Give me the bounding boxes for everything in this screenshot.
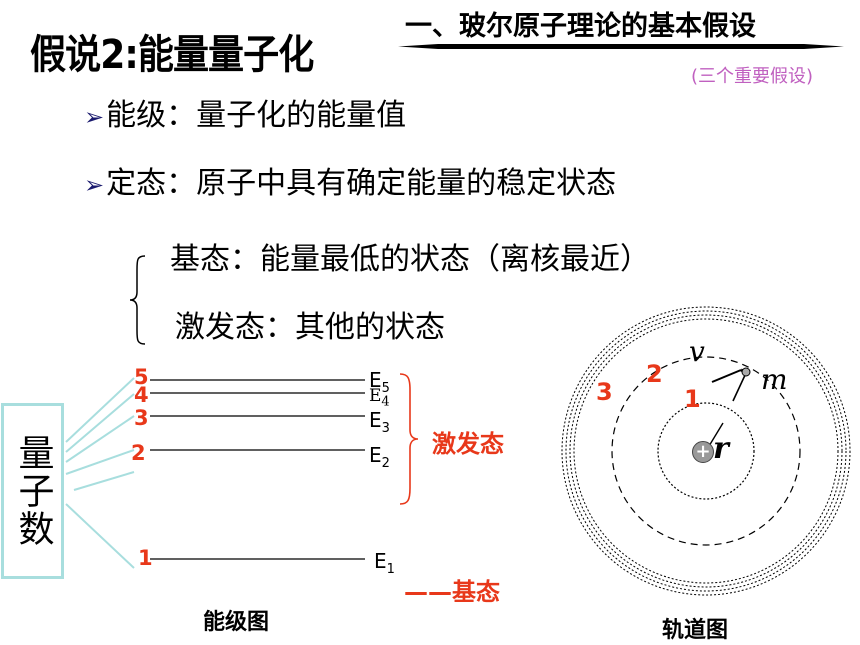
energy-label-e1: E1	[374, 549, 395, 577]
bullet-arrow-icon: ➢	[84, 171, 105, 199]
quantum-number-2: 2	[131, 441, 146, 465]
mass-label: m	[761, 363, 788, 396]
ground-state-definition: 基态：能量最低的状态（离核最近）	[170, 242, 650, 277]
quantum-number-box: 量子数	[1, 403, 64, 579]
energy-diagram-caption: 能级图	[203, 610, 270, 635]
bullet-stationary-state: ➢定态：原子中具有确定能量的稳定状态	[84, 158, 616, 202]
section-underline	[398, 44, 844, 49]
nucleus-icon: +	[692, 441, 714, 463]
ground-state-label: ——基态	[404, 578, 500, 606]
velocity-label: v	[689, 335, 705, 368]
quantum-number-box-label: 量子数	[12, 434, 54, 548]
energy-label-e3: E3	[369, 408, 390, 436]
orbit-diagram-caption: 轨道图	[662, 618, 729, 643]
energy-level-lines	[65, 377, 365, 569]
section-title: 一、玻尔原子理论的基本假设	[405, 11, 756, 42]
energy-label-e5: E5	[369, 368, 390, 396]
bullet-arrow-icon: ➢	[84, 103, 105, 131]
radius-label: r	[713, 431, 729, 466]
orbit-diagram	[561, 306, 851, 596]
orbit-number-3: 3	[596, 378, 613, 406]
left-brace	[129, 255, 146, 345]
energy-label-e4: E4	[369, 386, 390, 410]
section-note: (三个重要假设)	[691, 66, 814, 87]
quantum-number-1: 1	[138, 546, 153, 570]
energy-label-e2: E2	[369, 443, 390, 471]
bullet-text: 定态：原子中具有确定能量的稳定状态	[106, 166, 617, 201]
quantum-number-3: 3	[134, 406, 149, 430]
excited-state-label: 激发态	[432, 430, 504, 458]
bullet-energy-level: ➢能级：量子化的能量值	[84, 90, 406, 134]
excited-state-definition: 激发态：其他的状态	[175, 310, 445, 345]
bullet-text: 能级：量子化的能量值	[106, 98, 407, 133]
orbit-number-2: 2	[646, 360, 663, 388]
quantum-number-5: 5	[134, 365, 149, 389]
excited-brace	[399, 373, 419, 505]
quantum-number-4: 4	[134, 383, 149, 407]
main-title: 假说2:能量量子化	[30, 32, 314, 78]
orbit-number-1: 1	[684, 385, 701, 413]
